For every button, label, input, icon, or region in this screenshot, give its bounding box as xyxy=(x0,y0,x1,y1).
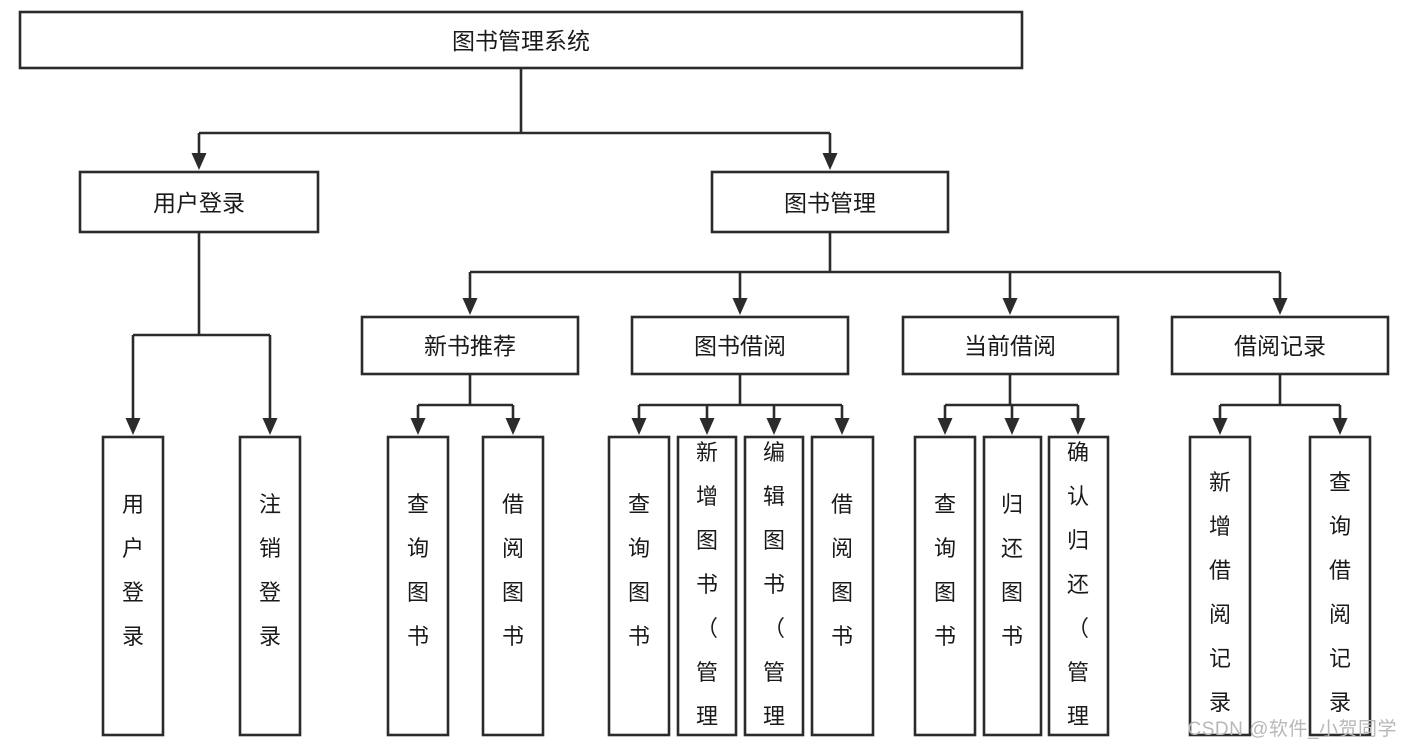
node-book-borrow[interactable]: 图书借阅 xyxy=(630,315,850,376)
arrow-to-book-management xyxy=(822,153,838,170)
node-new-book-recommend[interactable]: 新书推荐 xyxy=(360,315,580,376)
arrow-to-leaf-query-book-2 xyxy=(631,418,647,435)
node-current-borrow-label: 当前借阅 xyxy=(964,333,1056,359)
node-leaf-borrow-book-1[interactable]: 借阅图书 xyxy=(481,435,545,737)
connector-group-user-login xyxy=(131,232,272,420)
arrow-to-leaf-logout-login xyxy=(262,418,278,435)
connector-group-root xyxy=(197,68,832,155)
node-leaf-logout-login-label: 注销登录 xyxy=(259,492,281,649)
node-leaf-query-book-2[interactable]: 查询图书 xyxy=(607,435,671,737)
csdn-watermark: CSDN @软件_小贺同学 xyxy=(1187,719,1397,740)
node-leaf-return-book[interactable]: 归还图书 xyxy=(982,435,1043,737)
node-leaf-query-book-1[interactable]: 查询图书 xyxy=(386,435,450,737)
connector-group-book-borrow xyxy=(637,374,844,420)
connector-group-borrow-record xyxy=(1218,374,1342,420)
arrow-to-leaf-confirm-return xyxy=(1070,418,1086,435)
node-leaf-user-login-label: 用户登录 xyxy=(122,492,144,649)
node-current-borrow[interactable]: 当前借阅 xyxy=(901,315,1120,376)
connector-group-current-borrow xyxy=(943,374,1080,420)
arrow-to-leaf-borrow-book-1 xyxy=(505,418,521,435)
node-leaf-add-record[interactable]: 新增借阅记录 xyxy=(1188,435,1252,737)
node-leaf-borrow-book-2[interactable]: 借阅图书 xyxy=(810,435,875,737)
arrow-to-leaf-query-book-1 xyxy=(410,418,426,435)
node-leaf-edit-book[interactable]: 编辑图书（管理员） xyxy=(743,435,805,747)
arrow-to-leaf-edit-book xyxy=(766,418,782,435)
node-book-borrow-label: 图书借阅 xyxy=(694,333,786,359)
arrow-to-leaf-query-record xyxy=(1332,418,1348,435)
arrow-to-user-login xyxy=(191,153,207,170)
node-leaf-logout-login[interactable]: 注销登录 xyxy=(238,435,302,737)
arrow-to-leaf-query-book-3 xyxy=(937,418,953,435)
node-leaf-query-book-1-label: 查询图书 xyxy=(407,492,429,649)
node-book-management-label: 图书管理 xyxy=(784,190,876,216)
node-user-login-label: 用户登录 xyxy=(153,190,245,216)
node-leaf-confirm-return[interactable]: 确认归还（管理员） xyxy=(1047,435,1110,747)
node-leaf-query-book-3-label: 查询图书 xyxy=(934,492,956,649)
node-leaf-borrow-book-1-label: 借阅图书 xyxy=(502,492,524,649)
arrow-to-current-borrow xyxy=(1002,298,1018,315)
arrow-to-leaf-borrow-book-2 xyxy=(834,418,850,435)
node-book-management[interactable]: 图书管理 xyxy=(710,170,950,234)
node-new-book-recommend-label: 新书推荐 xyxy=(424,333,516,359)
arrow-to-book-borrow xyxy=(732,298,748,315)
node-borrow-record-label: 借阅记录 xyxy=(1234,333,1326,359)
node-leaf-query-book-3[interactable]: 查询图书 xyxy=(913,435,977,737)
node-leaf-borrow-book-2-label: 借阅图书 xyxy=(831,492,853,649)
node-root-system-label: 图书管理系统 xyxy=(452,28,590,54)
node-leaf-add-record-label: 新增借阅记录 xyxy=(1209,470,1231,715)
node-leaf-add-book[interactable]: 新增图书（管理员） xyxy=(676,435,738,747)
node-leaf-user-login[interactable]: 用户登录 xyxy=(101,435,165,737)
node-leaf-edit-book-label: 编辑图书（管理员） xyxy=(763,440,785,747)
node-leaf-confirm-return-label: 确认归还（管理员） xyxy=(1067,440,1089,747)
node-root-system[interactable]: 图书管理系统 xyxy=(18,10,1024,70)
arrow-to-borrow-record xyxy=(1272,298,1288,315)
node-leaf-query-book-2-label: 查询图书 xyxy=(628,492,650,649)
node-leaf-query-record-label: 查询借阅记录 xyxy=(1329,470,1351,715)
connector-group-new-book-recommend xyxy=(416,374,515,420)
node-leaf-query-record[interactable]: 查询借阅记录 xyxy=(1308,435,1372,737)
arrow-to-leaf-add-record xyxy=(1212,418,1228,435)
arrow-to-new-book-recommend xyxy=(462,298,478,315)
node-leaf-add-book-label: 新增图书（管理员） xyxy=(696,440,718,747)
arrow-to-leaf-user-login xyxy=(125,418,141,435)
node-borrow-record[interactable]: 借阅记录 xyxy=(1170,315,1390,376)
arrow-to-leaf-return-book xyxy=(1004,418,1020,435)
node-leaf-return-book-label: 归还图书 xyxy=(1001,492,1023,649)
arrow-to-leaf-add-book xyxy=(699,418,715,435)
node-user-login[interactable]: 用户登录 xyxy=(78,170,320,234)
connector-group-book-management xyxy=(468,232,1282,300)
